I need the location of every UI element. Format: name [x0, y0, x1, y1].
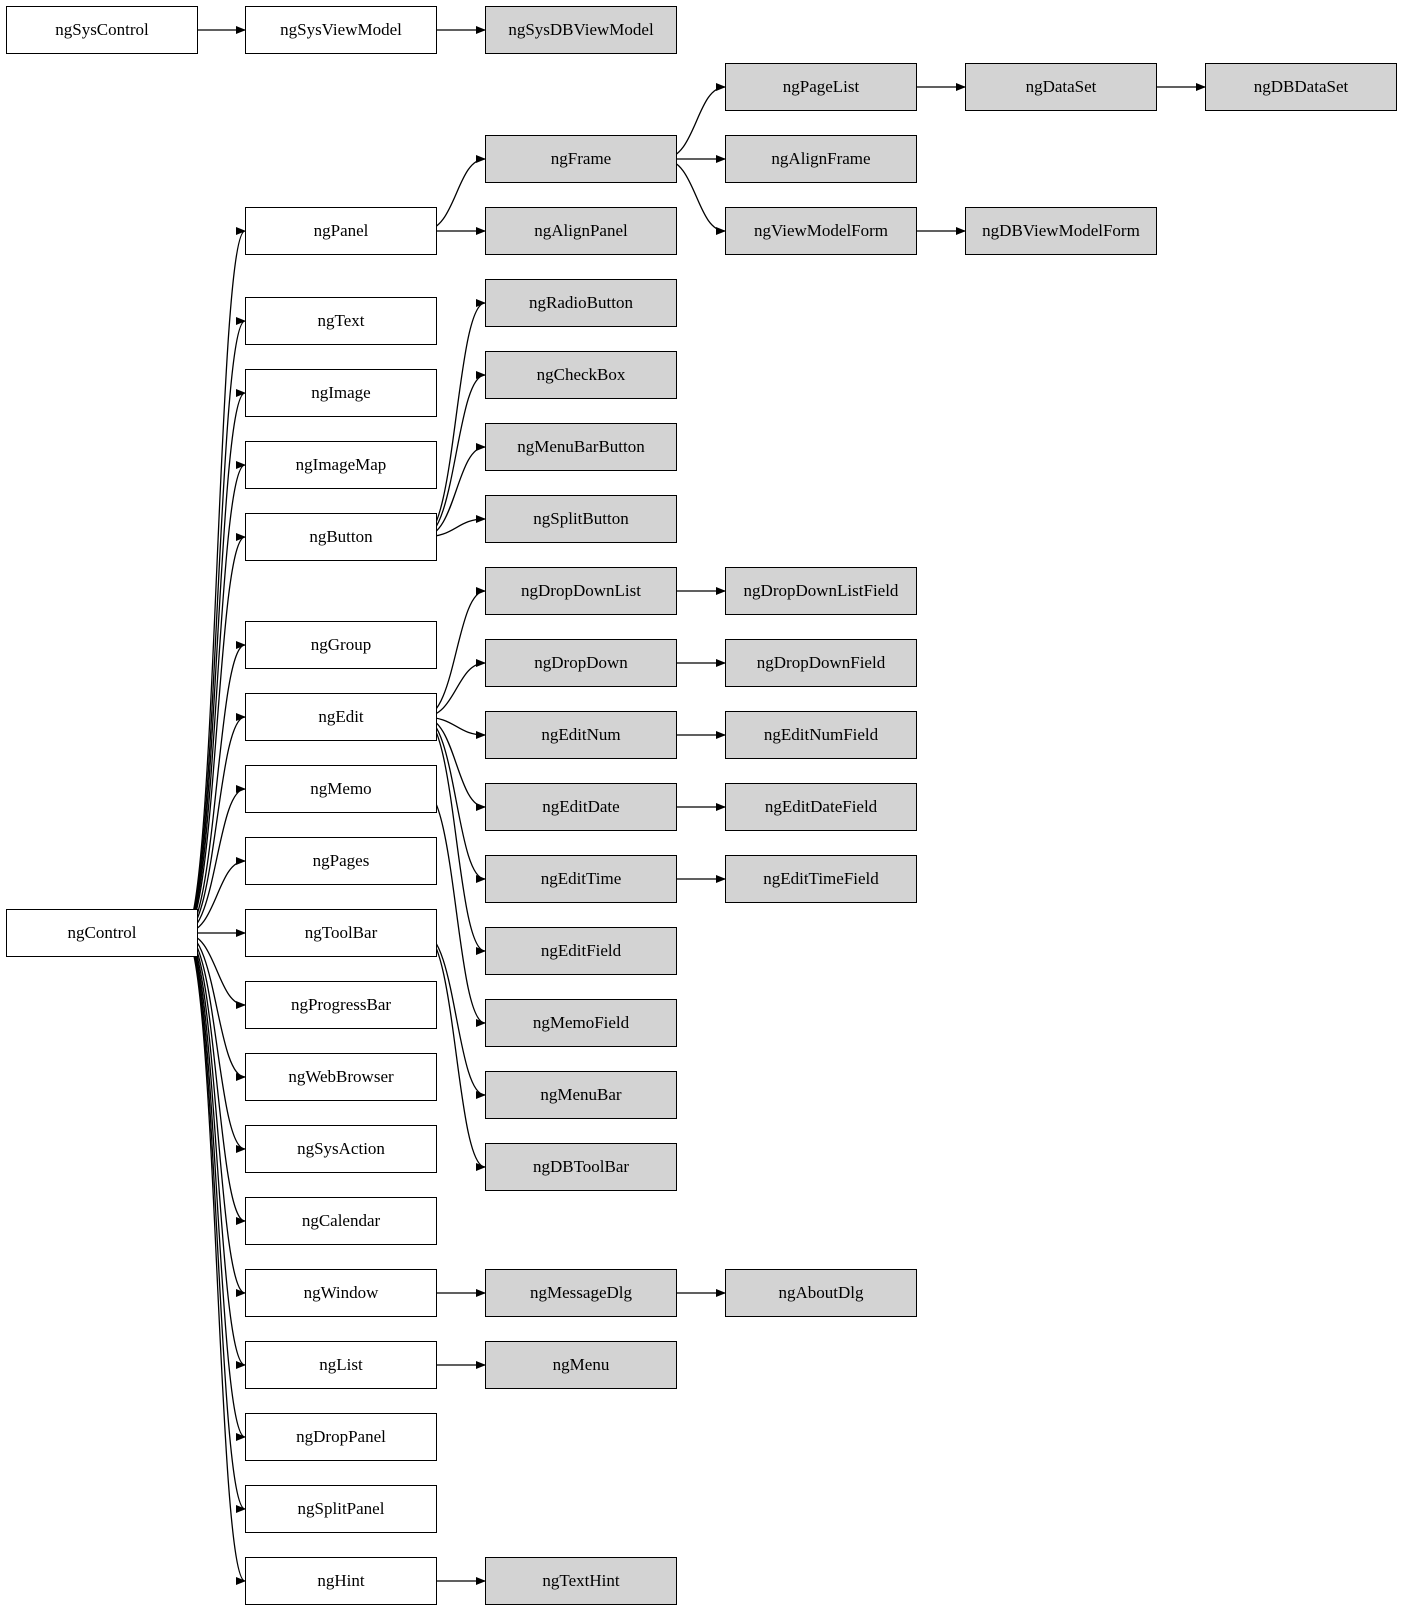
node-ngDropDownListField[interactable]: ngDropDownListField [725, 567, 917, 615]
node-ngImageMap[interactable]: ngImageMap [245, 441, 437, 489]
node-ngMemoField[interactable]: ngMemoField [485, 999, 677, 1047]
node-ngText[interactable]: ngText [245, 297, 437, 345]
node-ngList[interactable]: ngList [245, 1341, 437, 1389]
node-ngSplitButton[interactable]: ngSplitButton [485, 495, 677, 543]
node-ngImage[interactable]: ngImage [245, 369, 437, 417]
node-ngDataSet[interactable]: ngDataSet [965, 63, 1157, 111]
node-ngControl[interactable]: ngControl [6, 909, 198, 957]
node-ngDropDownList[interactable]: ngDropDownList [485, 567, 677, 615]
node-ngEdit[interactable]: ngEdit [245, 693, 437, 741]
node-ngSysDBViewModel[interactable]: ngSysDBViewModel [485, 6, 677, 54]
edge-ngControl-to-ngPanel [183, 227, 246, 934]
node-ngHint[interactable]: ngHint [245, 1557, 437, 1605]
node-ngEditNum[interactable]: ngEditNum [485, 711, 677, 759]
node-ngDropDown[interactable]: ngDropDown [485, 639, 677, 687]
node-ngPageList[interactable]: ngPageList [725, 63, 917, 111]
edge-ngControl-to-ngSplitPanel [183, 932, 246, 1513]
node-ngSysAction[interactable]: ngSysAction [245, 1125, 437, 1173]
node-ngWebBrowser[interactable]: ngWebBrowser [245, 1053, 437, 1101]
node-ngGroup[interactable]: ngGroup [245, 621, 437, 669]
edge-ngControl-to-ngWindow [183, 932, 246, 1297]
edge-ngControl-to-ngImageMap [183, 461, 246, 934]
node-ngMenuBarButton[interactable]: ngMenuBarButton [485, 423, 677, 471]
edge-ngControl-to-ngHint [183, 932, 246, 1585]
node-ngDBToolBar[interactable]: ngDBToolBar [485, 1143, 677, 1191]
node-ngDropDownField[interactable]: ngDropDownField [725, 639, 917, 687]
node-ngDBViewModelForm[interactable]: ngDBViewModelForm [965, 207, 1157, 255]
node-ngDBDataSet[interactable]: ngDBDataSet [1205, 63, 1397, 111]
node-ngFrame[interactable]: ngFrame [485, 135, 677, 183]
edge-ngControl-to-ngButton [183, 533, 246, 934]
node-ngWindow[interactable]: ngWindow [245, 1269, 437, 1317]
node-ngSysControl[interactable]: ngSysControl [6, 6, 198, 54]
node-ngCheckBox[interactable]: ngCheckBox [485, 351, 677, 399]
node-ngAlignPanel[interactable]: ngAlignPanel [485, 207, 677, 255]
edge-ngControl-to-ngImage [183, 389, 246, 934]
node-ngPages[interactable]: ngPages [245, 837, 437, 885]
node-ngEditNumField[interactable]: ngEditNumField [725, 711, 917, 759]
node-ngCalendar[interactable]: ngCalendar [245, 1197, 437, 1245]
node-ngSysViewModel[interactable]: ngSysViewModel [245, 6, 437, 54]
node-ngSplitPanel[interactable]: ngSplitPanel [245, 1485, 437, 1533]
node-ngToolBar[interactable]: ngToolBar [245, 909, 437, 957]
node-ngDropPanel[interactable]: ngDropPanel [245, 1413, 437, 1461]
node-ngTextHint[interactable]: ngTextHint [485, 1557, 677, 1605]
node-ngProgressBar[interactable]: ngProgressBar [245, 981, 437, 1029]
edge-ngControl-to-ngText [183, 317, 246, 934]
node-ngMessageDlg[interactable]: ngMessageDlg [485, 1269, 677, 1317]
node-ngEditTimeField[interactable]: ngEditTimeField [725, 855, 917, 903]
node-ngEditField[interactable]: ngEditField [485, 927, 677, 975]
node-ngMemo[interactable]: ngMemo [245, 765, 437, 813]
node-ngEditDateField[interactable]: ngEditDateField [725, 783, 917, 831]
node-ngAlignFrame[interactable]: ngAlignFrame [725, 135, 917, 183]
node-ngMenuBar[interactable]: ngMenuBar [485, 1071, 677, 1119]
node-ngRadioButton[interactable]: ngRadioButton [485, 279, 677, 327]
node-ngEditTime[interactable]: ngEditTime [485, 855, 677, 903]
node-ngEditDate[interactable]: ngEditDate [485, 783, 677, 831]
node-ngButton[interactable]: ngButton [245, 513, 437, 561]
edge-ngControl-to-ngDropPanel [183, 932, 246, 1441]
node-ngViewModelForm[interactable]: ngViewModelForm [725, 207, 917, 255]
node-ngAboutDlg[interactable]: ngAboutDlg [725, 1269, 917, 1317]
node-ngPanel[interactable]: ngPanel [245, 207, 437, 255]
node-ngMenu[interactable]: ngMenu [485, 1341, 677, 1389]
